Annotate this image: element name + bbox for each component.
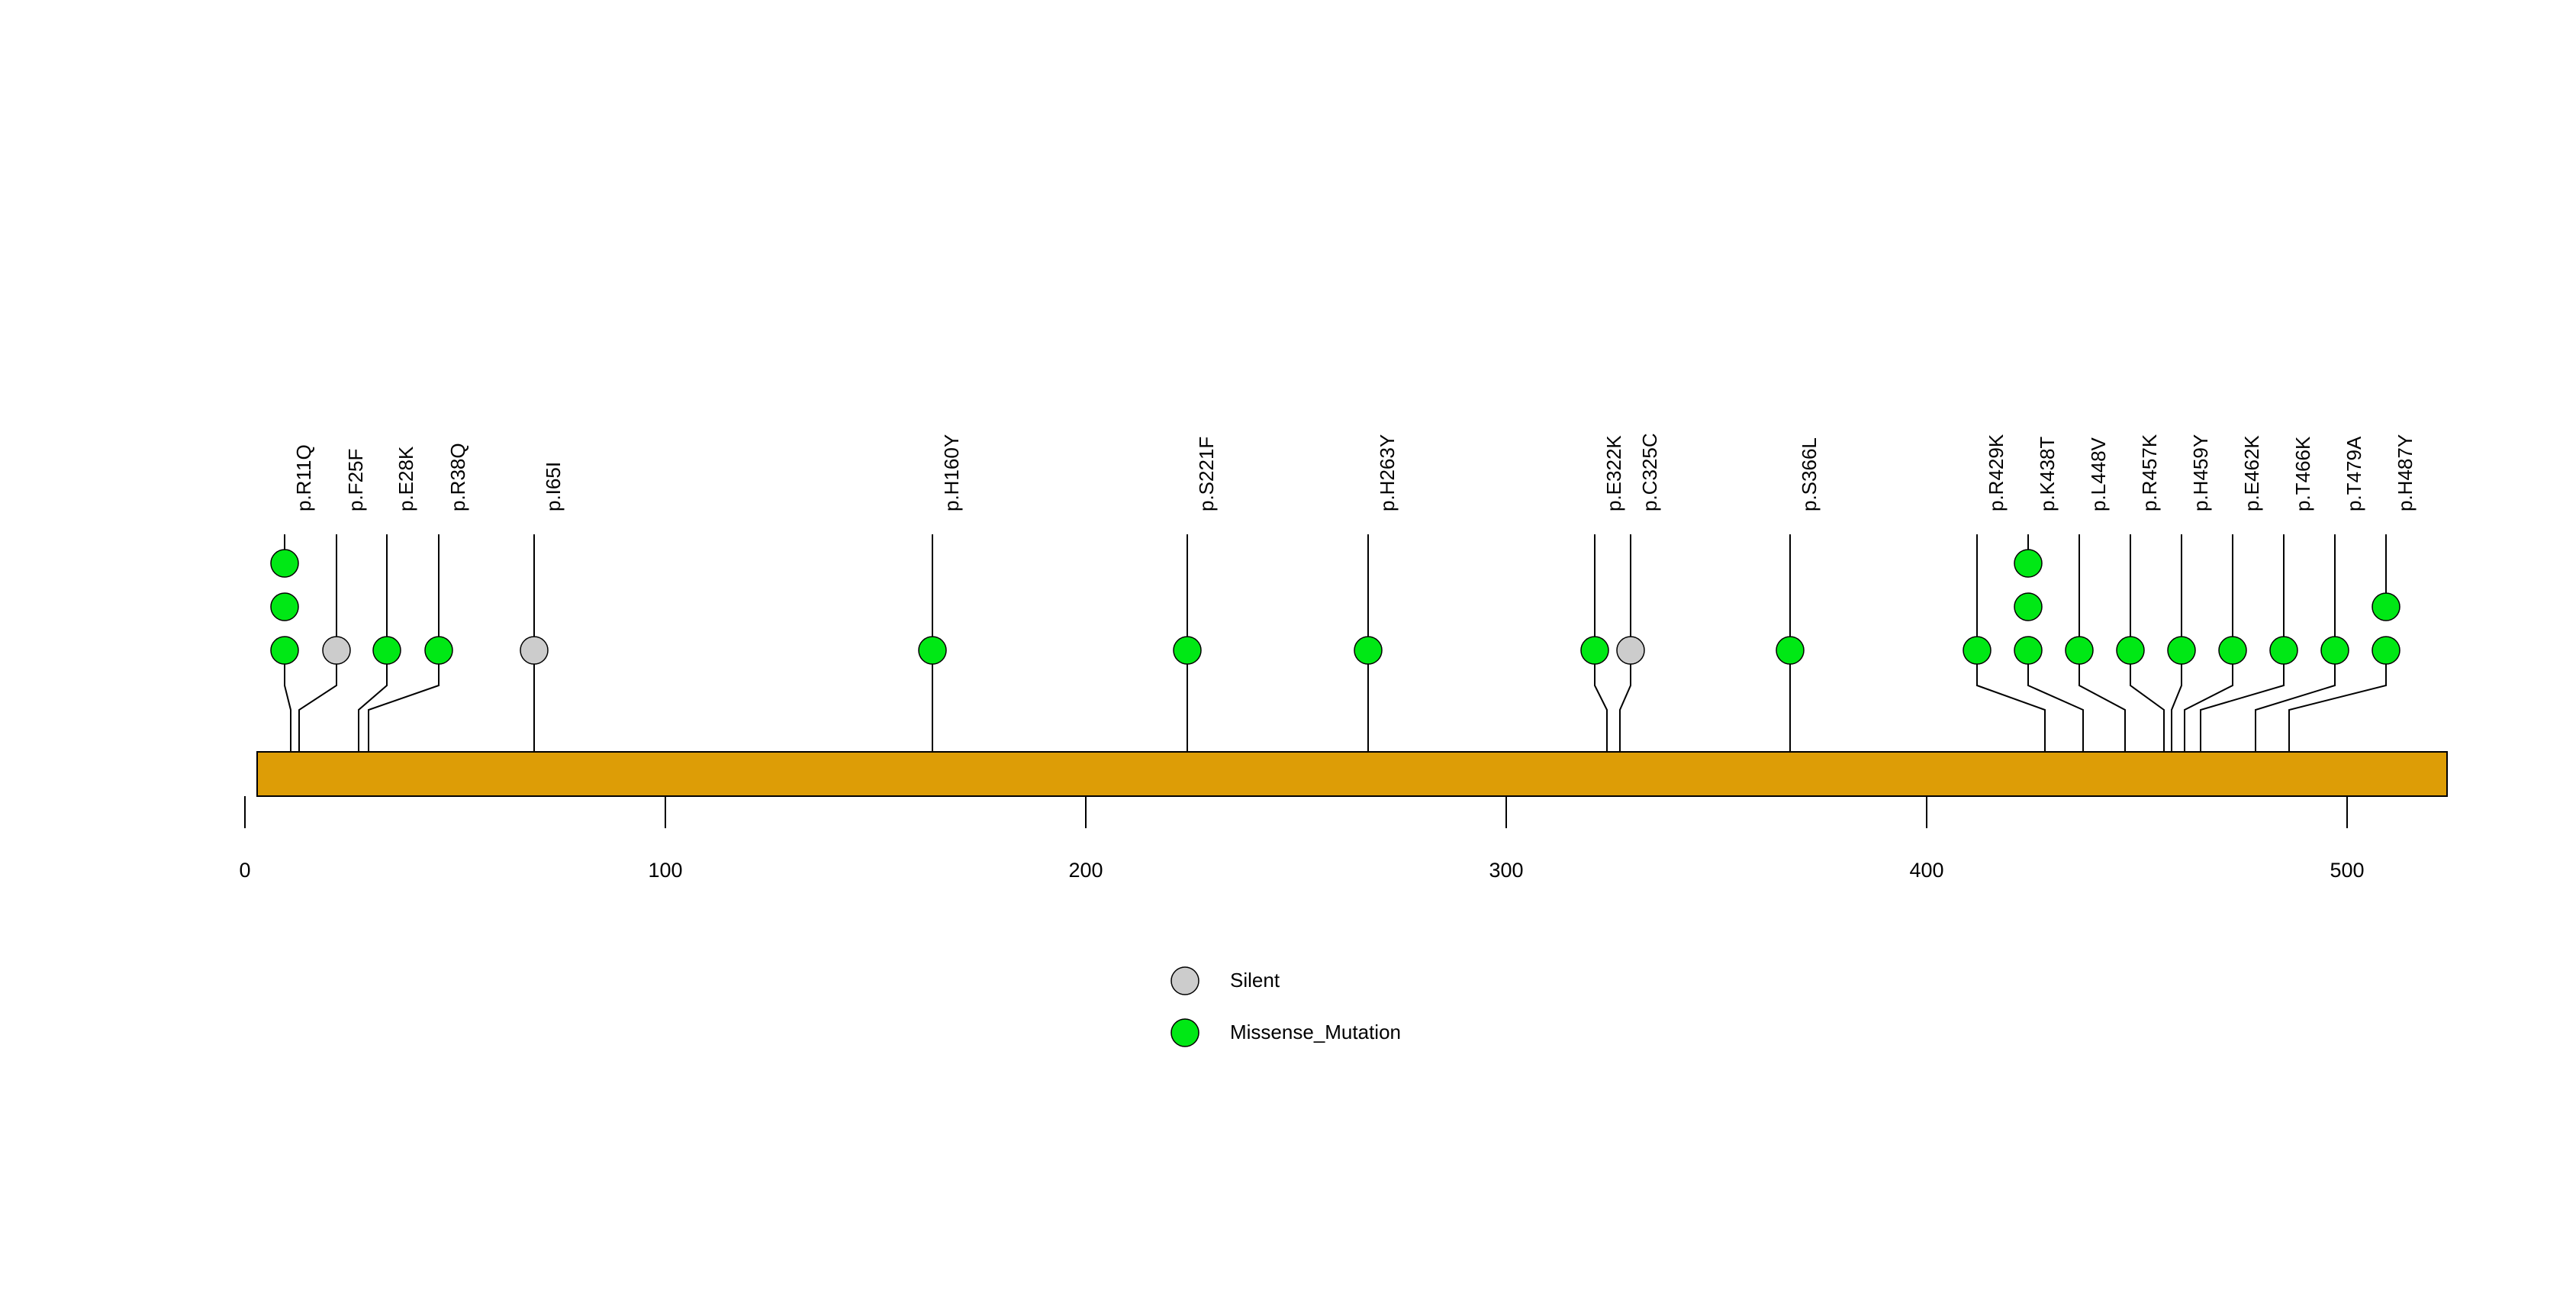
mutation-label: p.H459Y xyxy=(2189,434,2212,511)
lollipop-head-missense_mutation[interactable] xyxy=(2014,592,2043,621)
legend-label-missense: Missense_Mutation xyxy=(1230,1021,1401,1043)
mutation-label: p.R457K xyxy=(2138,434,2161,511)
mutation-label: p.C325C xyxy=(1638,433,1661,511)
mutation-label: p.E322K xyxy=(1602,435,1625,511)
lollipop-head-missense_mutation[interactable] xyxy=(2218,636,2247,665)
lollipop-head-missense_mutation[interactable] xyxy=(2167,636,2196,665)
x-axis-tick-label: 200 xyxy=(1068,859,1103,882)
mutation-label: p.E28K xyxy=(394,446,417,511)
mutation-label: p.H263Y xyxy=(1376,434,1399,511)
lollipop-head-missense_mutation[interactable] xyxy=(2116,636,2145,665)
legend-swatches xyxy=(1170,966,1199,1047)
lollipop-head-missense_mutation[interactable] xyxy=(2014,636,2043,665)
mutation-label: p.H487Y xyxy=(2394,434,2417,511)
lollipop-head-missense_mutation[interactable] xyxy=(270,549,299,578)
lollipop-head-missense_mutation[interactable] xyxy=(270,636,299,665)
lollipop-head-missense_mutation[interactable] xyxy=(1963,636,1992,665)
mutation-label: p.F25F xyxy=(344,448,367,511)
lollipop-head-missense_mutation[interactable] xyxy=(372,636,401,665)
x-axis xyxy=(244,796,2348,828)
lollipop-head-silent[interactable] xyxy=(520,636,549,665)
lollipop-head-missense_mutation[interactable] xyxy=(1173,636,1202,665)
lollipop-head-missense_mutation[interactable] xyxy=(2014,549,2043,578)
mutation-label: p.H160Y xyxy=(940,434,963,511)
lollipop-head-missense_mutation[interactable] xyxy=(2372,636,2401,665)
lollipop-head-missense_mutation[interactable] xyxy=(2065,636,2094,665)
x-axis-tick-label: 400 xyxy=(1909,859,1944,882)
lollipop-head-missense_mutation[interactable] xyxy=(1776,636,1805,665)
lollipop-head-silent[interactable] xyxy=(1616,636,1645,665)
lollipop-heads xyxy=(270,549,2401,665)
mutation-label: p.E462K xyxy=(2240,435,2263,511)
lollipop-head-missense_mutation[interactable] xyxy=(1354,636,1383,665)
lollipop-head-missense_mutation[interactable] xyxy=(918,636,947,665)
mutation-label: p.R38Q xyxy=(446,443,469,511)
lollipop-head-missense_mutation[interactable] xyxy=(2269,636,2298,665)
mutation-label: p.S221F xyxy=(1195,436,1218,511)
lollipop-head-missense_mutation[interactable] xyxy=(2320,636,2349,665)
mutation-label: p.S366L xyxy=(1798,437,1821,511)
mutation-label: p.L448V xyxy=(2087,437,2110,511)
x-axis-tick-label: 100 xyxy=(648,859,683,882)
protein-domain-rect xyxy=(256,751,2448,797)
legend-swatch-missense xyxy=(1170,1018,1199,1047)
x-axis-tick-label: 300 xyxy=(1489,859,1524,882)
legend-label-silent: Silent xyxy=(1230,969,1280,992)
mutation-label: p.R429K xyxy=(1985,434,2008,511)
mutation-label: p.T479A xyxy=(2343,436,2365,511)
mutation-label: p.K438T xyxy=(2036,436,2059,511)
lollipop-head-missense_mutation[interactable] xyxy=(270,592,299,621)
lollipop-head-missense_mutation[interactable] xyxy=(1580,636,1609,665)
x-axis-tick-label: 500 xyxy=(2330,859,2365,882)
mutation-label: p.T466K xyxy=(2291,436,2314,511)
lollipop-head-silent[interactable] xyxy=(322,636,351,665)
lollipop-head-missense_mutation[interactable] xyxy=(424,636,453,665)
lollipop-head-missense_mutation[interactable] xyxy=(2372,592,2401,621)
mutation-label: p.I65I xyxy=(542,461,565,511)
protein-domain-bar xyxy=(256,751,2448,797)
mutation-label: p.R11Q xyxy=(292,444,315,511)
x-axis-tick-label: 0 xyxy=(239,859,251,882)
legend-swatch-silent xyxy=(1170,966,1199,995)
